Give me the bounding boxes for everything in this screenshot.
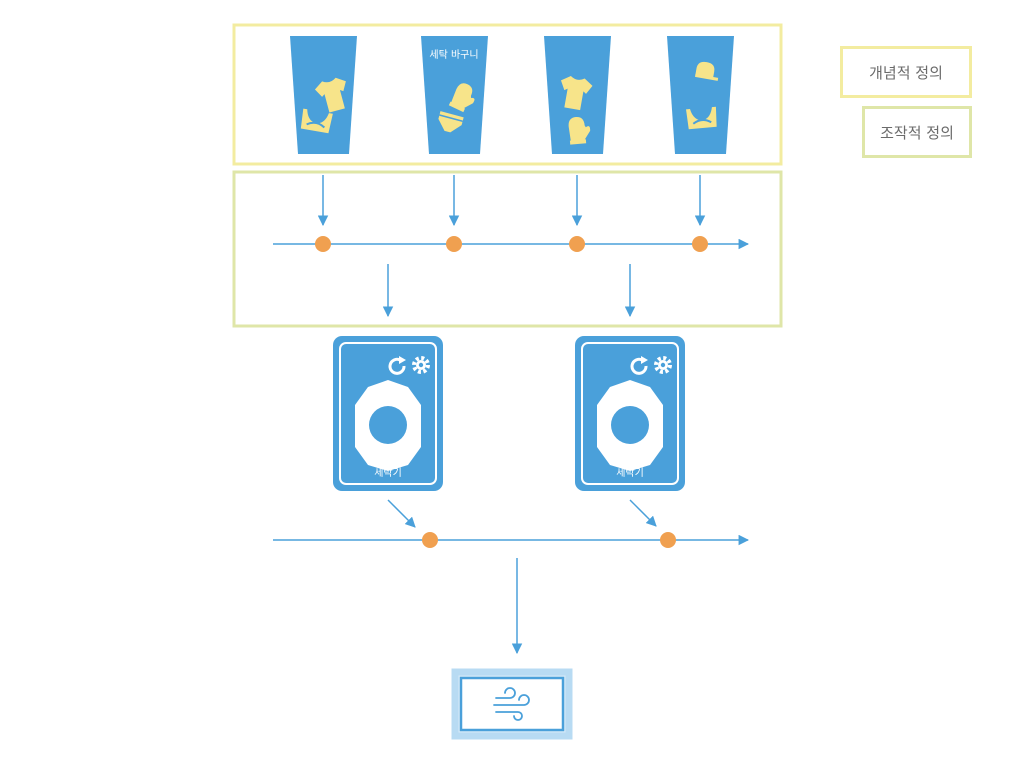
basket-arrows — [317, 175, 706, 227]
basket-3 — [544, 36, 611, 154]
conceptual-frame — [232, 23, 783, 166]
washer-1: 세탁기 — [333, 336, 443, 491]
washer-label: 세탁기 — [616, 467, 644, 479]
gear-icon — [412, 356, 430, 374]
timeline-1-points — [315, 236, 708, 252]
basket-1 — [290, 36, 357, 154]
operational-frame — [232, 170, 783, 328]
legend-conceptual: 개념적 정의 — [840, 46, 972, 98]
legend-operational-label: 조작적 정의 — [880, 123, 954, 142]
gear-icon — [654, 356, 672, 374]
washer-2: 세탁기 — [575, 336, 685, 491]
dryer — [451, 668, 573, 740]
refresh-icon — [630, 356, 648, 375]
basket-label: 세탁 바구니 — [429, 49, 478, 61]
washer-label: 세탁기 — [374, 467, 402, 479]
legend-conceptual-label: 개념적 정의 — [869, 63, 943, 82]
refresh-icon — [388, 356, 406, 375]
washer-output-arrows — [387, 499, 657, 528]
legend-operational: 조작적 정의 — [862, 106, 972, 158]
drum-icon — [597, 380, 663, 471]
timeline-2-points — [422, 532, 676, 548]
basket-2: 세탁 바구니 — [421, 36, 488, 154]
drum-icon — [355, 380, 421, 471]
basket-4 — [667, 36, 734, 154]
wind-icon — [493, 687, 530, 721]
washer-input-arrows — [382, 264, 636, 318]
